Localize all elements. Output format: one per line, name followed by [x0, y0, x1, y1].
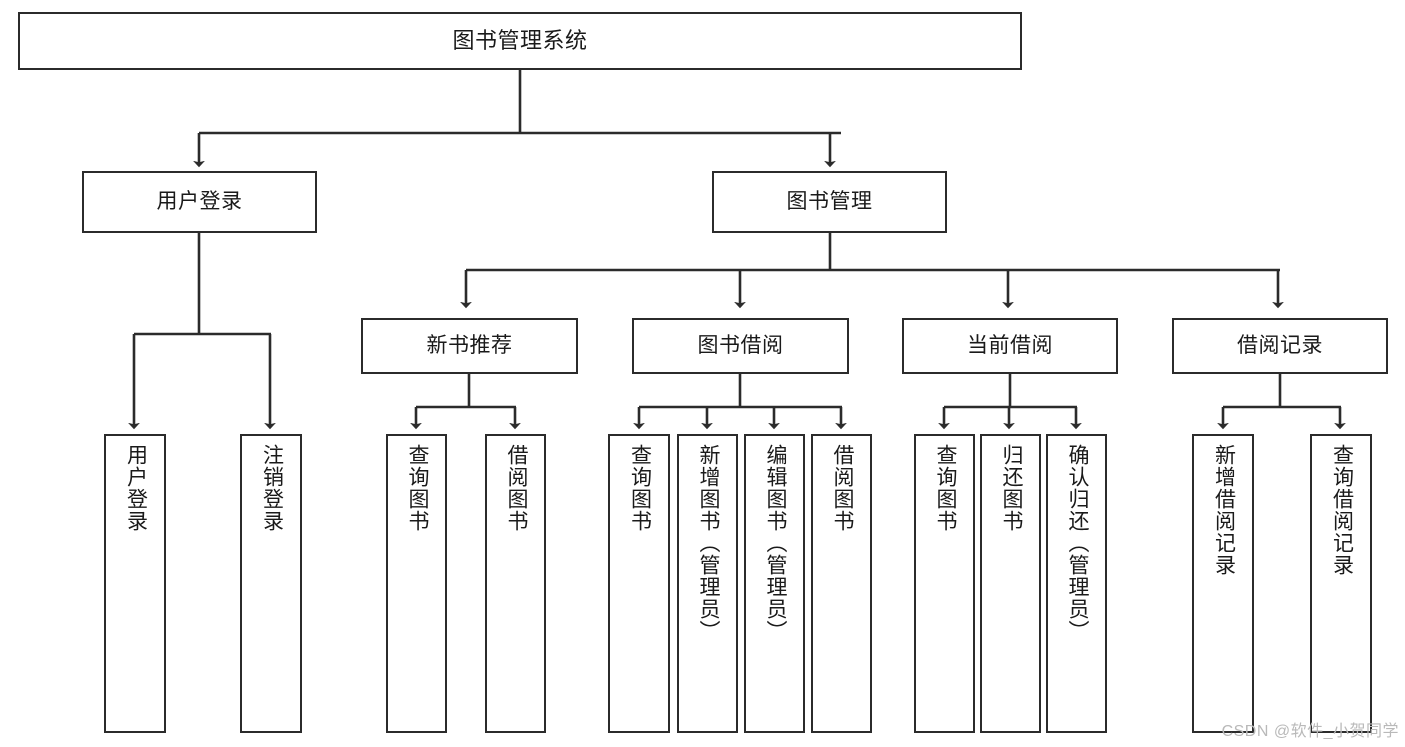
leaf-edit-book-admin[interactable]: 编辑图书（管理员） [744, 434, 805, 733]
node-label: 图书管理系统 [452, 28, 588, 54]
node-label: 查询借阅记录 [1330, 444, 1354, 576]
node-label: 借阅图书 [504, 444, 528, 532]
node-book-management[interactable]: 图书管理 [712, 171, 947, 233]
node-label: 图书管理 [786, 189, 873, 213]
leaf-logout[interactable]: 注销登录 [240, 434, 302, 733]
leaf-query-books-newbook[interactable]: 查询图书 [386, 434, 447, 733]
leaf-borrow-books-borrow[interactable]: 借阅图书 [811, 434, 872, 733]
node-label: 编辑图书（管理员） [763, 444, 787, 642]
node-user-login[interactable]: 用户登录 [82, 171, 317, 233]
node-label: 图书借阅 [697, 333, 784, 357]
leaf-return-books[interactable]: 归还图书 [980, 434, 1041, 733]
node-book-borrowing[interactable]: 图书借阅 [632, 318, 849, 374]
node-label: 注销登录 [260, 444, 284, 532]
node-new-book-recommendation[interactable]: 新书推荐 [361, 318, 578, 374]
leaf-query-books-current[interactable]: 查询图书 [914, 434, 975, 733]
node-label: 新增图书（管理员） [696, 444, 720, 642]
node-borrowing-record[interactable]: 借阅记录 [1172, 318, 1388, 374]
node-label: 新书推荐 [426, 333, 513, 357]
node-current-borrowing[interactable]: 当前借阅 [902, 318, 1118, 374]
leaf-add-borrow-record[interactable]: 新增借阅记录 [1192, 434, 1254, 733]
node-root-book-management-system[interactable]: 图书管理系统 [18, 12, 1022, 70]
csdn-watermark: CSDN @软件_小贺同学 [1221, 723, 1399, 740]
node-label: 借阅记录 [1237, 333, 1323, 357]
node-label: 查询图书 [628, 444, 652, 532]
node-label: 归还图书 [999, 444, 1023, 532]
leaf-add-book-admin[interactable]: 新增图书（管理员） [677, 434, 738, 733]
node-label: 确认归还（管理员） [1065, 444, 1089, 642]
leaf-confirm-return-admin[interactable]: 确认归还（管理员） [1046, 434, 1107, 733]
leaf-query-books-borrow[interactable]: 查询图书 [608, 434, 670, 733]
node-label: 用户登录 [124, 444, 148, 532]
node-label: 借阅图书 [830, 444, 854, 532]
node-label: 查询图书 [405, 444, 429, 532]
leaf-user-login[interactable]: 用户登录 [104, 434, 166, 733]
node-label: 当前借阅 [967, 333, 1053, 357]
node-label: 新增借阅记录 [1212, 444, 1236, 576]
node-label: 用户登录 [156, 189, 243, 213]
leaf-borrow-books-newbook[interactable]: 借阅图书 [485, 434, 546, 733]
node-label: 查询图书 [933, 444, 957, 532]
leaf-query-borrow-record[interactable]: 查询借阅记录 [1310, 434, 1372, 733]
